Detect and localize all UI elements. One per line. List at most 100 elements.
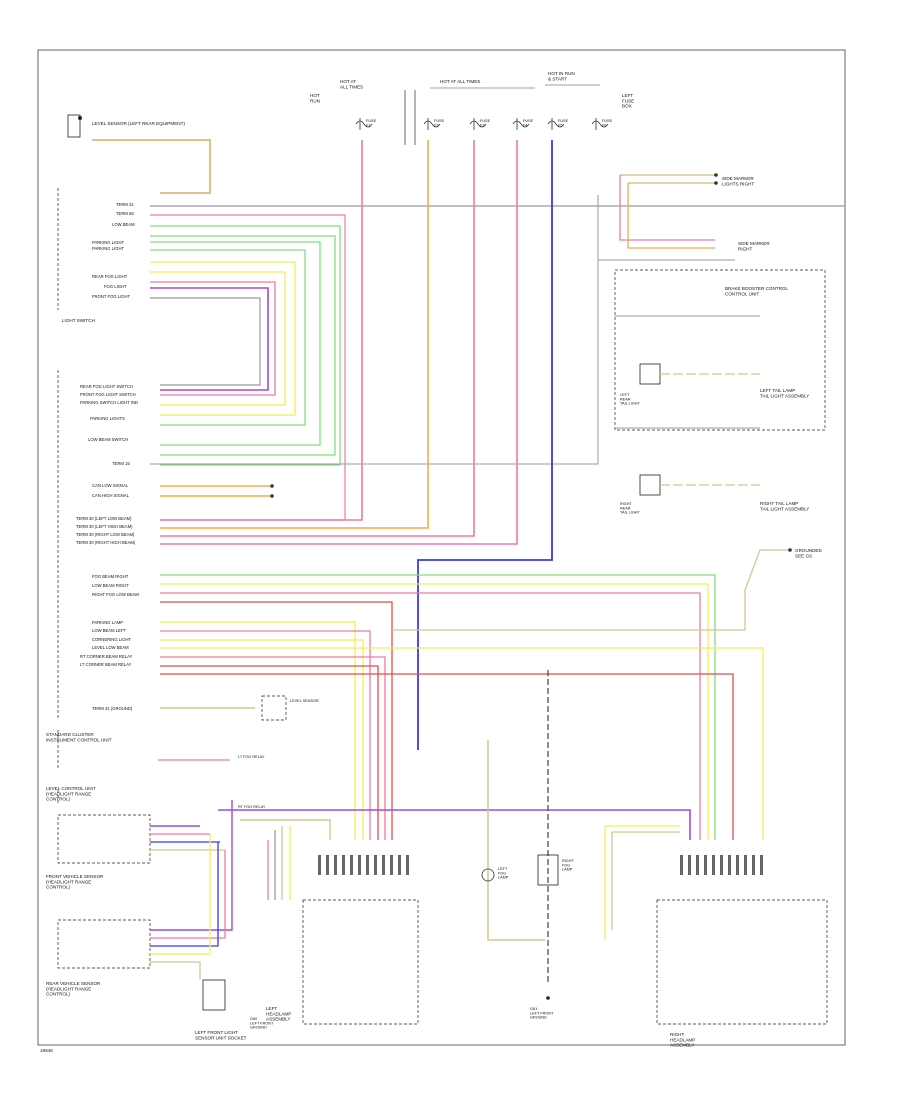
ls-pin-1: TERM 31 — [116, 202, 134, 207]
hm-pin-16: PARKING LAMP — [92, 620, 123, 625]
ls-pin-8: FRONT FOG LIGHT — [92, 294, 131, 299]
hm-pin-20: RT CORNER BEAM RELAY — [80, 654, 133, 659]
hm-pin-1: REAR FOG LIGHT SWITCH — [80, 384, 133, 389]
term31-ground: LEVEL SENSOR — [160, 695, 319, 721]
rt-fog-relay-label: RT FOG RELAY — [238, 805, 266, 809]
hm-pin-11: TERM 30 (RIGHT LOW BEAM) — [76, 532, 135, 537]
ls-pin-6: REAR FOG LIGHT — [92, 274, 128, 279]
light-switch: LIGHT SWITCH TERM 31 TERM 58 LOW BEAM PA… — [57, 188, 135, 323]
ls-pin-3: LOW BEAM — [112, 222, 135, 227]
hm-pin-10: TERM 30 (LEFT HIGH BEAM) — [76, 524, 133, 529]
top-left-sensor-label: LEVEL SENSOR (LEFT REAR EQUIPMENT) — [92, 121, 185, 126]
ls-pin-7: FOG LIGHT — [104, 284, 127, 289]
left-headlamp-connectors — [318, 855, 409, 875]
right-fog-lamp-icon — [537, 854, 559, 886]
hm-pin-4: PARKING LIGHTS — [90, 416, 125, 421]
right-headlamp-connectors — [680, 855, 763, 875]
hm-pin-17: LOW BEAM LEFT — [92, 628, 126, 633]
hm-pin-21: LT CORNER BEAM RELAY — [80, 662, 132, 667]
hm-pin-18: CORNERING LIGHT — [92, 637, 132, 642]
diagram-frame — [37, 49, 846, 1046]
hm-pin-15: RIGHT FOG LOW BEAM — [92, 592, 139, 597]
power-feeds — [160, 140, 553, 750]
light-switch-wires — [150, 195, 845, 521]
level-sensor-label: LEVEL SENSOR — [290, 699, 319, 703]
ls-pin-4: PARKING LIGHT — [92, 240, 124, 245]
top-left-sensor: LEVEL SENSOR (LEFT REAR EQUIPMENT) — [67, 114, 211, 194]
right-tail-lamp-icon — [639, 474, 661, 496]
can-wires — [160, 484, 274, 498]
front-sensor-box — [57, 814, 151, 864]
power-header-3: HOT AT ALL TIMES — [440, 79, 480, 84]
hm-pin-14: LOW BEAM RIGHT — [92, 583, 129, 588]
hm-pin-5: LOW BEAM SWITCH — [88, 437, 128, 442]
hm-pin-9: TERM 30 (LEFT LOW BEAM) — [76, 516, 132, 521]
ls-pin-5: PARKING LIGHT — [92, 246, 124, 251]
connector-dot-icon — [78, 116, 82, 120]
left-fog-lamp-icon — [481, 868, 495, 882]
corner-code: 18946 — [40, 1048, 53, 1053]
hm-pin-3: PARKING SWITCH LIGHT IND — [80, 400, 138, 405]
left-tail-lamp-icon — [639, 363, 661, 385]
brake-control-box — [614, 269, 826, 431]
hm-pin-13: FOG BEAM RIGHT — [92, 574, 129, 579]
hm-pin-6: TERM 15 — [112, 461, 130, 466]
sensor-wires — [150, 800, 691, 980]
hm-pin-8: CAN HIGH SIGNAL — [92, 493, 130, 498]
hm-pin-19: LEVEL LOW BEAM — [92, 645, 129, 650]
hm-pin-22: TERM 31 (GROUND) — [92, 706, 133, 711]
lt-fog-relay-label: LT FOG RELAY — [238, 755, 265, 759]
hm-pin-7: CAN LOW SIGNAL — [92, 483, 129, 488]
power-header-4: HOT IN RUN& START — [548, 71, 575, 81]
hm-pin-2: FRONT FOG LIGHT SWITCH — [80, 392, 136, 397]
headlamp-module: REAR FOG LIGHT SWITCH FRONT FOG LIGHT SW… — [57, 370, 139, 718]
light-switch-title: LIGHT SWITCH — [62, 318, 95, 323]
hm-pin-12: TERM 30 (RIGHT HIGH BEAM) — [76, 540, 136, 545]
ls-pin-2: TERM 58 — [116, 211, 134, 216]
rear-sensor-box — [57, 919, 151, 969]
